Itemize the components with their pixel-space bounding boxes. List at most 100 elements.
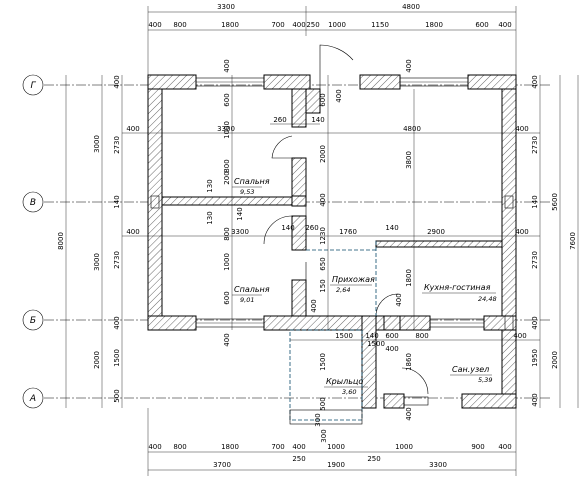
dimension-label: 800 xyxy=(223,227,231,240)
dim-left-inner-2: 140 xyxy=(113,195,121,208)
room-name-bedroom-bottom: Спальня xyxy=(234,285,270,294)
dims-top: 3300 4800 400 800 1800 700 400 250 1000 … xyxy=(147,3,517,75)
dim-left-inner-6: 500 xyxy=(113,389,121,402)
dimension-label: 140 xyxy=(385,224,398,232)
dim-bottom-2: 1800 xyxy=(221,443,239,451)
dimension-label: 400 xyxy=(126,125,139,133)
dim-right-total: 7600 xyxy=(569,232,577,250)
dimension-label: 400 xyxy=(126,228,139,236)
dimension-label: 3300 xyxy=(217,125,235,133)
dim-left-inner-1: 2730 xyxy=(113,136,121,154)
porch-outline xyxy=(289,241,377,425)
dim-right-inner-0: 400 xyxy=(531,75,539,88)
dimension-label: 3800 xyxy=(405,151,413,169)
dim-right-inner-2: 140 xyxy=(531,195,539,208)
axis-marker-b: Б xyxy=(22,309,44,331)
doors xyxy=(263,44,429,395)
dim-right-mid-1: 2000 xyxy=(551,351,559,369)
dim-bottom-4: 400 xyxy=(292,443,305,451)
dimension-label: 140 xyxy=(281,224,294,232)
dim-top-5: 250 xyxy=(306,21,319,29)
room-area-kitchen: 24,48 xyxy=(478,295,497,303)
dimension-label: 140 xyxy=(365,332,378,340)
dimension-label: 800 xyxy=(223,159,231,172)
dimension-label: 400 xyxy=(223,333,231,346)
dimension-label: 1500 xyxy=(319,353,327,371)
dimension-label: 130 xyxy=(206,179,214,192)
room-area-bedroom-top: 9,53 xyxy=(240,188,254,196)
dim-right-inner-4: 400 xyxy=(531,316,539,329)
dim-top-9: 600 xyxy=(475,21,488,29)
dim-right-inner-1: 2730 xyxy=(531,136,539,154)
dim-left-total: 8000 xyxy=(57,232,65,250)
dimension-label: 1500 xyxy=(335,332,353,340)
dimension-label: 1000 xyxy=(223,121,231,139)
dimension-label: 1800 xyxy=(405,269,413,287)
dimension-label: 600 xyxy=(223,291,231,304)
dimension-label: Г xyxy=(30,81,36,91)
room-area-bathroom: 5,39 xyxy=(478,376,492,384)
dim-bottom-mid-1: 250 xyxy=(367,455,380,463)
dimension-label: 3300 xyxy=(231,228,249,236)
dim-top-total-left: 3300 xyxy=(217,3,235,11)
dim-bottom-side-0: 300 xyxy=(314,413,322,426)
dim-bottom-total-2: 3300 xyxy=(429,461,447,469)
dim-top-3: 700 xyxy=(271,21,284,29)
dimension-label: 1230 xyxy=(319,227,327,245)
dims-bottom: 400 800 1800 700 400 1000 1000 900 400 2… xyxy=(147,408,517,476)
dimension-label: 600 xyxy=(385,332,398,340)
dimension-label: 650 xyxy=(319,257,327,270)
dimension-label: 1760 xyxy=(339,228,357,236)
dim-bottom-7: 900 xyxy=(471,443,484,451)
dimension-label: 400 xyxy=(405,407,413,420)
room-name-bedroom-top: Спальня xyxy=(234,177,270,186)
dims-left: 8000 3000 3000 2000 400 2730 140 2730 40… xyxy=(57,75,123,408)
dim-left-mid-2: 2000 xyxy=(93,351,101,369)
dimension-label: 400 xyxy=(319,193,327,206)
room-area-porch: 3,60 xyxy=(342,388,356,396)
dim-top-10: 400 xyxy=(498,21,511,29)
windows xyxy=(150,77,514,406)
dim-bottom-1: 800 xyxy=(173,443,186,451)
dim-top-8: 1800 xyxy=(425,21,443,29)
dimension-label: 400 xyxy=(310,299,318,312)
dim-left-inner-0: 400 xyxy=(113,75,121,88)
dim-left-inner-3: 2730 xyxy=(113,251,121,269)
room-name-bathroom: Сан.узел xyxy=(452,365,489,374)
dim-bottom-6: 1000 xyxy=(395,443,413,451)
dimension-label: 400 xyxy=(405,59,413,72)
walls xyxy=(147,74,517,409)
dim-top-1: 800 xyxy=(173,21,186,29)
room-name-porch: Крыльцо xyxy=(326,377,363,386)
dim-top-0: 400 xyxy=(148,21,161,29)
dimension-label: 200 xyxy=(223,171,231,184)
dimension-label: 400 xyxy=(515,125,528,133)
dimension-label: 400 xyxy=(395,293,403,306)
dim-left-inner-5: 1500 xyxy=(113,349,121,367)
dim-right-inner-6: 400 xyxy=(531,393,539,406)
dimension-label: 150 xyxy=(319,279,327,292)
axis-marker-g: Г xyxy=(22,74,44,96)
dimension-label: 400 xyxy=(515,228,528,236)
dimension-label: 400 xyxy=(385,345,398,353)
dimension-label: В xyxy=(30,198,36,208)
axis-marker-a: А xyxy=(22,387,44,409)
dims-interior: 3300 4800 400 400 3300 1760 2900 400 400… xyxy=(122,59,540,421)
room-area-bedroom-bottom: 9,01 xyxy=(240,296,254,304)
dimension-label: 400 xyxy=(223,59,231,72)
dimension-label: 500 xyxy=(319,397,327,410)
dim-right-mid-0: 5600 xyxy=(551,193,559,211)
dimension-label: 4800 xyxy=(403,125,421,133)
room-name-hall: Прихожая xyxy=(332,275,375,284)
dimension-label: 2900 xyxy=(427,228,445,236)
dim-top-7: 1150 xyxy=(371,21,389,29)
dim-bottom-3: 700 xyxy=(271,443,284,451)
dim-bottom-mid-0: 250 xyxy=(292,455,305,463)
dimension-label: 400 xyxy=(335,89,343,102)
dimension-label: 260 xyxy=(273,116,286,124)
dim-bottom-total-1: 1900 xyxy=(327,461,345,469)
dimension-label: 600 xyxy=(223,93,231,106)
dims-right: 400 2730 140 2730 400 1950 400 5600 2000… xyxy=(531,75,579,408)
room-area-hall: 2,64 xyxy=(336,286,350,294)
